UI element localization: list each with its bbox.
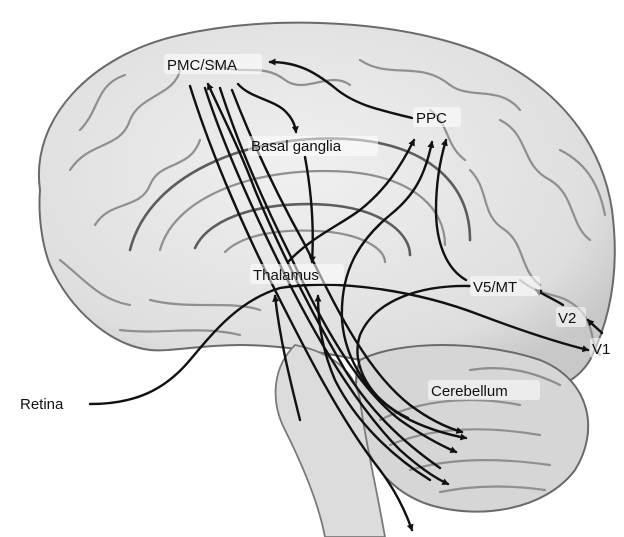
- label-thalamus: Thalamus: [253, 267, 319, 284]
- label-cerebellum: Cerebellum: [431, 383, 508, 400]
- label-pmc-sma: PMC/SMA: [167, 57, 237, 74]
- label-v5-mt: V5/MT: [473, 279, 517, 296]
- label-v1: V1: [592, 341, 610, 358]
- label-basal-ganglia: Basal ganglia: [251, 138, 342, 155]
- label-ppc: PPC: [416, 110, 447, 127]
- label-v2: V2: [558, 310, 576, 327]
- label-retina: Retina: [20, 396, 64, 413]
